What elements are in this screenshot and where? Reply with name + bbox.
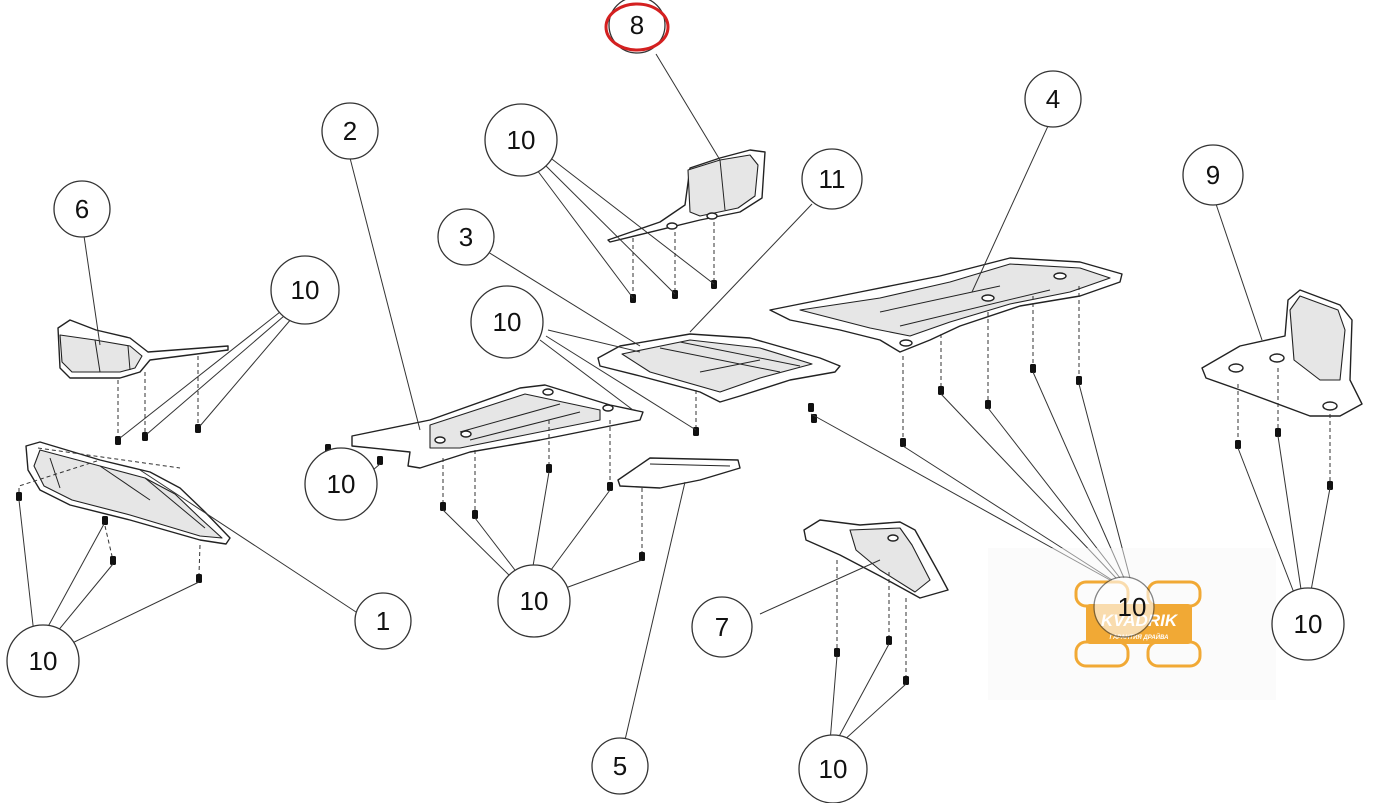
leader-lines (18, 53, 1331, 743)
callout-5-label: 5 (613, 751, 627, 781)
callout-10-label: 10 (291, 275, 320, 305)
bolt (377, 456, 383, 465)
assembly-lines (18, 222, 1331, 676)
callout-6: 6 (53, 180, 111, 238)
bolt (1076, 376, 1082, 385)
bolt (834, 648, 840, 657)
bolt (1327, 481, 1333, 490)
part-8-guard (607, 149, 766, 243)
callout-11: 11 (801, 148, 863, 210)
callout-3-label: 3 (459, 222, 473, 252)
callout-2: 2 (321, 102, 379, 160)
callout-7: 7 (691, 596, 753, 658)
bolts (16, 280, 1333, 685)
bolt (903, 676, 909, 685)
callout-4-label: 4 (1046, 84, 1060, 114)
part-1-guard (25, 441, 231, 545)
callout-5: 5 (591, 737, 649, 795)
callout-10: 10 (6, 624, 80, 698)
callout-9: 9 (1182, 144, 1244, 206)
part-4-skid-plate (769, 257, 1123, 353)
callout-10: 10 (304, 447, 378, 521)
bolt (102, 516, 108, 525)
callout-4: 4 (1024, 70, 1082, 128)
callout-3: 3 (437, 208, 495, 266)
callout-10-label: 10 (520, 586, 549, 616)
callout-11-label: 11 (819, 164, 846, 194)
bolt (110, 556, 116, 565)
callout-10-label: 10 (327, 469, 356, 499)
callout-1-label: 1 (376, 606, 390, 636)
part-9-guard (1201, 289, 1363, 417)
bolt (472, 510, 478, 519)
callout-9-label: 9 (1206, 160, 1220, 190)
callouts: 8 2 6 10 3 11 4 9 (6, 0, 1345, 803)
bolt (115, 436, 121, 445)
bolt (195, 424, 201, 433)
bolt (196, 574, 202, 583)
callout-8-highlight (604, 2, 670, 52)
callout-10: 10 (1093, 576, 1155, 638)
callout-2-label: 2 (343, 116, 357, 146)
callout-7-label: 7 (715, 612, 729, 642)
bolt (142, 432, 148, 441)
callout-10-label: 10 (1294, 609, 1323, 639)
bolt (808, 403, 814, 412)
bolt (938, 386, 944, 395)
bolt (711, 280, 717, 289)
callout-10: 10 (497, 564, 571, 638)
bolt (639, 552, 645, 561)
bolt (546, 464, 552, 473)
callout-10-label: 10 (1118, 592, 1147, 622)
bolt (1235, 440, 1241, 449)
watermark-tagline: ГАРАНТИЯ ДРАЙВА (1109, 633, 1168, 641)
bolt (1275, 428, 1281, 437)
bolt (440, 502, 446, 511)
bolt (900, 438, 906, 447)
callout-6-label: 6 (75, 194, 89, 224)
callout-10-label: 10 (29, 646, 58, 676)
callout-1: 1 (354, 592, 412, 650)
callout-10: 10 (270, 255, 340, 325)
part-7-guard (803, 519, 949, 599)
callout-10: 10 (1271, 587, 1345, 661)
part-6-guard (57, 319, 229, 379)
callout-10: 10 (798, 734, 868, 803)
callout-10-label: 10 (493, 307, 522, 337)
bolt (16, 492, 22, 501)
bolt (886, 636, 892, 645)
part-5-plate (617, 457, 741, 489)
callout-8-label: 8 (630, 10, 644, 40)
bolt (607, 482, 613, 491)
bolt (1030, 364, 1036, 373)
callout-10: 10 (484, 103, 558, 177)
callout-8: 8 (604, 0, 670, 54)
callout-10-label: 10 (507, 125, 536, 155)
part-2-skid-plate (351, 384, 644, 469)
callout-10-label: 10 (819, 754, 848, 784)
bolt (985, 400, 991, 409)
part-3-skid-plate (597, 333, 841, 403)
callout-10: 10 (470, 285, 544, 359)
